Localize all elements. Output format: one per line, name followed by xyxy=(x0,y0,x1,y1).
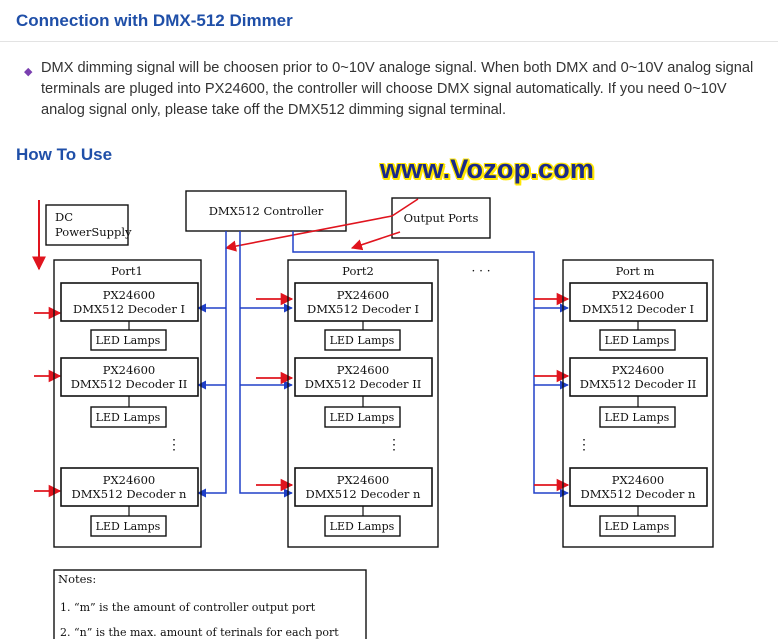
decoder-name: DMX512 Decoder I xyxy=(582,302,694,316)
output-ports-box: Output Ports xyxy=(391,197,491,239)
decoder-model: PX24600 xyxy=(612,288,665,302)
led-lamps-box: LED Lamps xyxy=(324,406,401,428)
bullet-text: DMX dimming signal will be choosen prior… xyxy=(41,60,754,118)
power-supply-label: PowerSupply xyxy=(55,225,132,239)
bullet-paragraph: ◆ DMX dimming signal will be choosen pri… xyxy=(24,58,774,121)
dmx512-controller: DMX512 Controller xyxy=(185,190,347,232)
how-to-use-title: How To Use xyxy=(16,145,113,164)
output-ports-label: Output Ports xyxy=(404,211,479,225)
notes-box: Notes: 1. “m” is the amount of controlle… xyxy=(53,569,367,639)
decoder-box: PX24600 DMX512 Decoder II xyxy=(569,357,708,397)
vertical-ellipsis: ⋮ xyxy=(577,437,591,453)
port-label: Port2 xyxy=(342,264,374,278)
decoder-model: PX24600 xyxy=(612,363,665,377)
led-lamps-box: LED Lamps xyxy=(599,329,676,351)
notes-title: Notes: xyxy=(58,572,96,586)
led-lamps-box: LED Lamps xyxy=(90,515,167,537)
led-lamps-box: LED Lamps xyxy=(599,406,676,428)
led-lamps-label: LED Lamps xyxy=(330,411,395,424)
decoder-box: PX24600 DMX512 Decoder n xyxy=(569,467,708,507)
decoder-box: PX24600 DMX512 Decoder II xyxy=(294,357,433,397)
led-lamps-label: LED Lamps xyxy=(330,334,395,347)
led-lamps-label: LED Lamps xyxy=(96,334,161,347)
port-2: Port2 PX24600 DMX512 Decoder I LED Lamps… xyxy=(287,259,439,548)
horizontal-ellipsis: · · · xyxy=(471,264,490,278)
led-lamps-box: LED Lamps xyxy=(90,406,167,428)
led-lamps-label: LED Lamps xyxy=(96,411,161,424)
decoder-model: PX24600 xyxy=(103,473,156,487)
diamond-bullet-icon: ◆ xyxy=(24,66,33,78)
led-lamps-label: LED Lamps xyxy=(330,520,395,533)
decoder-box: PX24600 DMX512 Decoder I xyxy=(569,282,708,322)
decoder-name: DMX512 Decoder II xyxy=(71,377,188,391)
decoder-name: DMX512 Decoder I xyxy=(307,302,419,316)
led-lamps-label: LED Lamps xyxy=(605,411,670,424)
decoder-name: DMX512 Decoder n xyxy=(72,487,187,501)
led-lamps-box: LED Lamps xyxy=(324,329,401,351)
note-item: 1. “m” is the amount of controller outpu… xyxy=(60,601,316,614)
port-1: Port1 PX24600 DMX512 Decoder I LED Lamps… xyxy=(53,259,202,548)
port-label: Port1 xyxy=(111,264,143,278)
led-lamps-box: LED Lamps xyxy=(90,329,167,351)
led-lamps-label: LED Lamps xyxy=(605,520,670,533)
dc-label: DC xyxy=(55,210,73,224)
decoder-model: PX24600 xyxy=(612,473,665,487)
led-lamps-label: LED Lamps xyxy=(605,334,670,347)
decoder-name: DMX512 Decoder II xyxy=(305,377,422,391)
vertical-ellipsis: ⋮ xyxy=(387,437,401,453)
dc-power-supply: DC PowerSupply xyxy=(45,204,132,246)
decoder-box: PX24600 DMX512 Decoder n xyxy=(294,467,433,507)
controller-label: DMX512 Controller xyxy=(209,204,324,218)
section-title: Connection with DMX-512 Dimmer xyxy=(16,11,293,30)
decoder-model: PX24600 xyxy=(103,363,156,377)
decoder-name: DMX512 Decoder n xyxy=(306,487,421,501)
decoder-model: PX24600 xyxy=(337,473,390,487)
decoder-name: DMX512 Decoder I xyxy=(73,302,185,316)
decoder-box: PX24600 DMX512 Decoder II xyxy=(60,357,199,397)
decoder-name: DMX512 Decoder II xyxy=(580,377,697,391)
decoder-model: PX24600 xyxy=(337,363,390,377)
decoder-box: PX24600 DMX512 Decoder n xyxy=(60,467,199,507)
note-item: 2. “n” is the max. amount of terinals fo… xyxy=(60,626,339,639)
dmx-signal-lines xyxy=(197,231,569,498)
decoder-model: PX24600 xyxy=(103,288,156,302)
section-divider xyxy=(0,41,778,42)
output-ports-pointer-1 xyxy=(391,198,419,217)
led-lamps-label: LED Lamps xyxy=(96,520,161,533)
led-lamps-box: LED Lamps xyxy=(599,515,676,537)
watermark: www.Vozop.com xyxy=(380,154,595,184)
decoder-name: DMX512 Decoder n xyxy=(581,487,696,501)
decoder-box: PX24600 DMX512 Decoder I xyxy=(60,282,199,322)
port-m: Port m PX24600 DMX512 Decoder I LED Lamp… xyxy=(562,259,714,548)
decoder-model: PX24600 xyxy=(337,288,390,302)
output-ports-pointer-2 xyxy=(224,215,393,252)
output-ports-pointer-3 xyxy=(350,231,401,251)
decoder-box: PX24600 DMX512 Decoder I xyxy=(294,282,433,322)
vertical-ellipsis: ⋮ xyxy=(167,437,181,453)
port-label: Port m xyxy=(616,264,655,278)
led-lamps-box: LED Lamps xyxy=(324,515,401,537)
